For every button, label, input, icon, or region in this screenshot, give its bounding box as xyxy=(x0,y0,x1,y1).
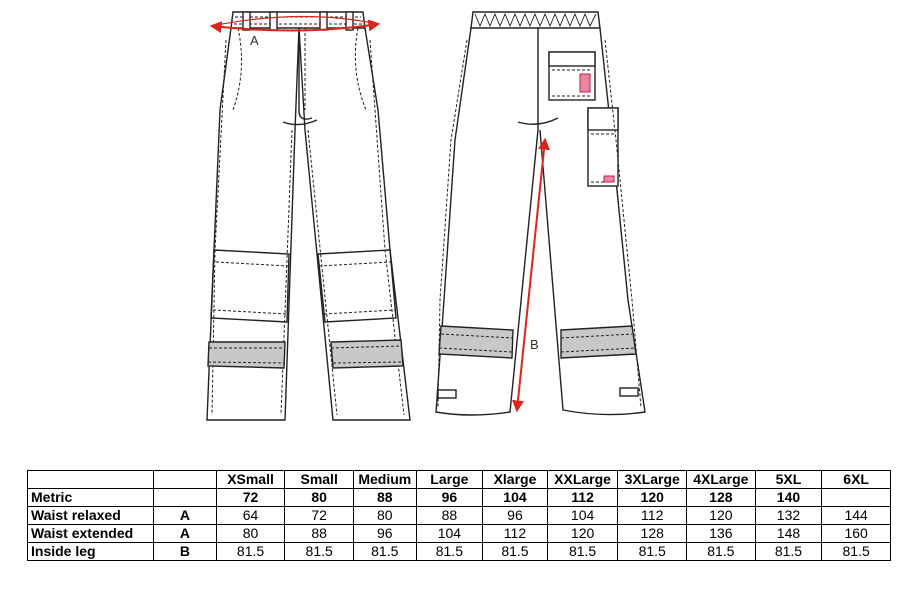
table-cell: 80 xyxy=(352,506,417,525)
table-cell: 88 xyxy=(352,488,417,507)
table-cell: 81.5 xyxy=(215,542,286,561)
back-view-trousers xyxy=(435,11,646,416)
label-a: A xyxy=(250,33,259,48)
table-cell: 81.5 xyxy=(617,542,688,561)
table-cell: 96 xyxy=(482,506,548,525)
size-header: 6XL xyxy=(821,470,891,489)
table-cell: 128 xyxy=(617,524,688,543)
table-cell: 148 xyxy=(754,524,823,543)
table-cell: 104 xyxy=(546,506,619,525)
table-cell: 81.5 xyxy=(821,542,891,561)
table-row-inside-leg: Inside leg B 81.5 81.5 81.5 81.5 81.5 81… xyxy=(26,542,891,561)
size-header: Small xyxy=(284,470,354,489)
size-header: Xlarge xyxy=(482,470,548,489)
back-left-band xyxy=(438,325,514,359)
table-cell: 112 xyxy=(482,524,548,543)
table-cell: 96 xyxy=(352,524,417,543)
front-right-leg xyxy=(298,27,411,421)
table-cell: 104 xyxy=(415,524,484,543)
size-chart-table: XSmall Small Medium Large Xlarge XXLarge… xyxy=(26,470,891,561)
table-cell: 112 xyxy=(546,488,619,507)
back-right-leg xyxy=(539,27,646,416)
row-label: Waist relaxed xyxy=(26,506,155,525)
table-cell: 81.5 xyxy=(352,542,417,561)
row-ref: A xyxy=(153,524,217,543)
table-row-waist-extended: Waist extended A 80 88 96 104 112 120 12… xyxy=(26,524,891,543)
table-cell: 112 xyxy=(617,506,688,525)
front-right-band xyxy=(330,339,404,369)
table-cell: 81.5 xyxy=(284,542,354,561)
table-cell: 140 xyxy=(754,488,823,507)
table-cell: 136 xyxy=(686,524,756,543)
front-left-leg xyxy=(206,27,300,421)
back-left-leg xyxy=(435,27,539,416)
size-header: Large xyxy=(415,470,484,489)
table-cell: 132 xyxy=(754,506,823,525)
row-label: Waist extended xyxy=(26,524,155,543)
table-cell: 64 xyxy=(215,506,286,525)
table-cell: 128 xyxy=(686,488,756,507)
size-header: XSmall xyxy=(215,470,286,489)
row-ref: A xyxy=(153,506,217,525)
table-row-metric: Metric 72 80 88 96 104 112 120 128 140 xyxy=(26,488,891,507)
label-b: B xyxy=(530,337,539,352)
waist-measure-arrow xyxy=(209,19,381,34)
header-blank xyxy=(153,470,217,489)
table-cell: 81.5 xyxy=(482,542,548,561)
table-row-waist-relaxed: Waist relaxed A 64 72 80 88 96 104 112 1… xyxy=(26,506,891,525)
table-header-row: XSmall Small Medium Large Xlarge XXLarge… xyxy=(26,470,891,489)
table-cell: 72 xyxy=(215,488,286,507)
size-header: 5XL xyxy=(754,470,823,489)
size-header: 4XLarge xyxy=(686,470,756,489)
table-cell: 120 xyxy=(546,524,619,543)
table-cell: 104 xyxy=(482,488,548,507)
table-cell: 120 xyxy=(686,506,756,525)
table-cell: 81.5 xyxy=(546,542,619,561)
row-ref: B xyxy=(153,542,217,561)
table-cell: 160 xyxy=(821,524,891,543)
table-cell: 81.5 xyxy=(415,542,484,561)
table-cell: 88 xyxy=(284,524,354,543)
size-header: XXLarge xyxy=(546,470,619,489)
table-cell: 96 xyxy=(415,488,484,507)
table-cell: 81.5 xyxy=(686,542,756,561)
table-cell xyxy=(821,488,891,507)
trousers-diagram: A B xyxy=(206,11,646,421)
size-header: Medium xyxy=(352,470,417,489)
table-cell: 80 xyxy=(215,524,286,543)
table-cell: 81.5 xyxy=(754,542,823,561)
front-view-trousers xyxy=(206,11,411,421)
table-cell: 88 xyxy=(415,506,484,525)
header-blank xyxy=(26,470,155,489)
front-left-band xyxy=(207,341,286,369)
front-right-kneepad xyxy=(317,249,397,323)
row-ref xyxy=(153,488,217,507)
table-cell: 80 xyxy=(284,488,354,507)
inside-leg-measure-arrow xyxy=(512,137,550,413)
table-cell: 144 xyxy=(821,506,891,525)
table-cell: 120 xyxy=(617,488,688,507)
row-label: Metric xyxy=(26,488,155,507)
size-header: 3XLarge xyxy=(617,470,688,489)
table-cell: 72 xyxy=(284,506,354,525)
row-label: Inside leg xyxy=(26,542,155,561)
back-right-band xyxy=(560,325,637,359)
front-left-kneepad xyxy=(210,249,290,323)
